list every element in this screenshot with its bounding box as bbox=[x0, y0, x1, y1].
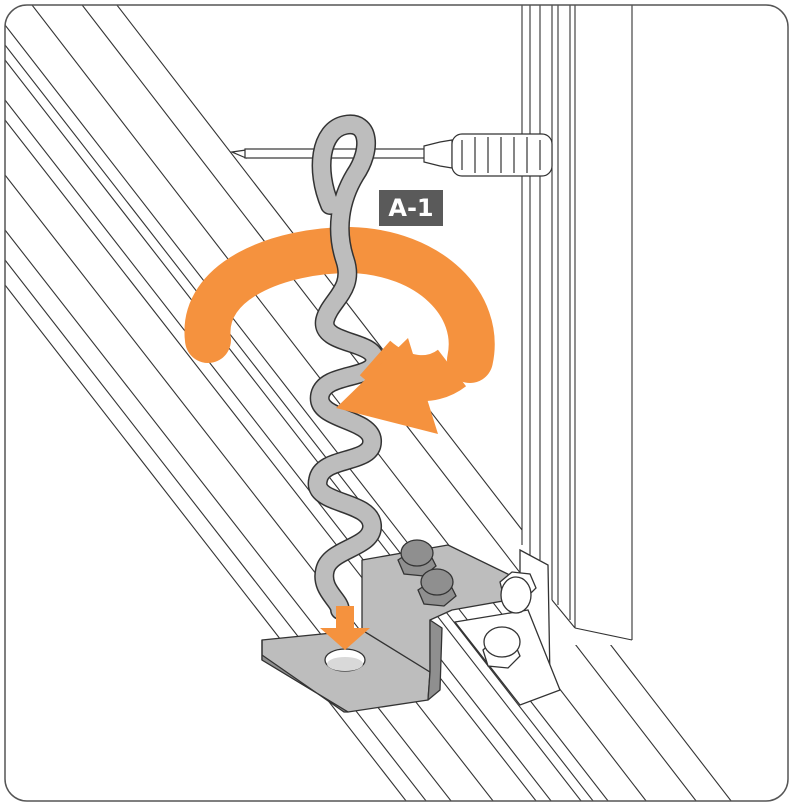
screwdriver-icon bbox=[232, 134, 552, 176]
spiral-ground-anchor bbox=[318, 124, 375, 610]
step-label-badge: A-1 bbox=[379, 190, 443, 226]
